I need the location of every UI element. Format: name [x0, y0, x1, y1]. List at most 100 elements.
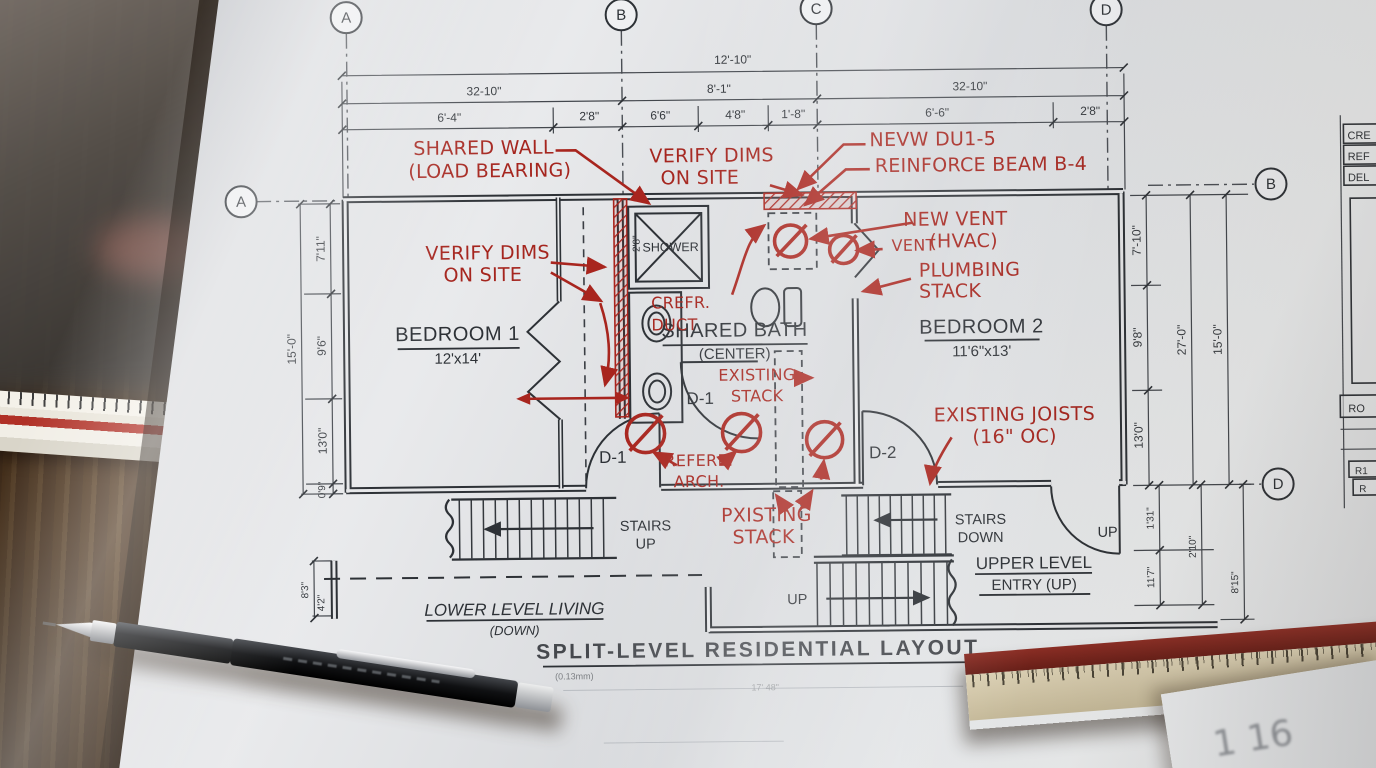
grid-label: B — [1266, 176, 1276, 193]
scrap-note: 1 16 — [1210, 712, 1296, 766]
redline-plumbing-stack: PLUMBING — [919, 259, 1021, 282]
redline-refer-arch: ARCH. — [674, 472, 725, 492]
redline-refr-duct: DUCT — [651, 315, 697, 334]
title-block-row: CRE — [1347, 130, 1370, 142]
stairs-down-label: STAIRS — [955, 512, 1006, 529]
redline-new-du: NEVW DU1-5 — [869, 128, 996, 151]
stairs — [444, 493, 958, 627]
pencil-tip — [55, 617, 93, 637]
dim-label: 4'2" — [316, 594, 327, 611]
redline-vent: VENT — [892, 236, 936, 255]
redline-existing-joists: (16" OC) — [972, 425, 1057, 448]
redline-hatched-shared-wall — [612, 197, 630, 418]
title-block-row: R1 — [1355, 466, 1368, 477]
stairs-up-label: STAIRS — [620, 518, 671, 535]
room-sub-bath: (CENTER) — [699, 345, 771, 363]
redline-shared-wall: (LOAD BEARING) — [408, 159, 571, 183]
dim-label: 6'6" — [650, 108, 670, 122]
dim-label: 27'-0" — [1174, 325, 1188, 356]
redline-markup: SHARED WALL (LOAD BEARING) VERIFY DIMS O… — [408, 128, 1095, 549]
dim-label: 11'7" — [1146, 566, 1157, 588]
grid-bubble-b-top — [604, 0, 638, 32]
dim-label: 7'11" — [313, 236, 327, 262]
grid-label: D — [1101, 2, 1112, 19]
title-block-row: REF — [1348, 151, 1370, 163]
redline-refr-duct: CREFR. — [651, 293, 710, 313]
dim-label: 8'3" — [300, 581, 311, 598]
lower-level-label: (DOWN) — [490, 623, 540, 639]
grid-label: A — [341, 10, 351, 27]
dim-label: 13'0" — [1131, 422, 1145, 449]
redline-refer-arch: REFERE. — [664, 451, 733, 471]
door-label-d1: D-1 — [599, 448, 627, 467]
room-size-bedroom1: 12'x14' — [434, 350, 481, 367]
grid-label: B — [616, 7, 626, 24]
redline-existing-stack: STACK — [731, 386, 784, 406]
room-label-bath: SHARED BATH — [661, 319, 807, 343]
dim-label: 8'-1" — [707, 82, 731, 96]
stairs-down-label: DOWN — [958, 530, 1004, 546]
redline-reinforce-beam: REINFORCE BEAM B-4 — [875, 153, 1088, 177]
grid-bubble-d-right — [1261, 467, 1295, 501]
redline-new-vent: NEW VENT — [903, 208, 1008, 231]
grid-bubble-a-left — [224, 185, 258, 219]
redline-verify-dims-left: VERIFY DIMS — [425, 242, 550, 265]
door-label-d2: D-2 — [869, 443, 897, 462]
dim-label: 15'-0" — [284, 334, 298, 365]
room-label-bedroom2: BEDROOM 2 — [919, 315, 1044, 338]
walls — [324, 188, 1218, 634]
title-block: CRE REF DEL RO R1 R — [1339, 115, 1376, 509]
no-symbol — [624, 223, 860, 460]
shower-label: SHOWER — [642, 240, 698, 255]
upper-entry-label: ENTRY (UP) — [991, 576, 1076, 594]
pencil-lead — [42, 621, 56, 626]
redline-existing-stack: EXISTING — [718, 365, 795, 385]
grid-bubble-c-top — [799, 0, 833, 26]
dim-label: 2'8" — [579, 109, 599, 123]
labels: BEDROOM 1 12'x14' SHARED BATH (CENTER) B… — [395, 235, 1118, 744]
grid-label: C — [811, 1, 822, 18]
pencil-ferrule — [89, 619, 117, 644]
room-label-bedroom1: BEDROOM 1 — [395, 323, 520, 346]
dim-label: 12'-10" — [714, 52, 751, 66]
grid-bubble-d-top — [1089, 0, 1123, 27]
dim-label: 13'0" — [315, 428, 329, 455]
dim-label: 1'-8" — [781, 107, 805, 121]
dim-label: 32-10" — [952, 79, 987, 93]
pencil-endcap — [514, 681, 554, 712]
dim-label: 1'31" — [1145, 507, 1156, 530]
dim-label: 32-10" — [466, 84, 501, 98]
up-door-label: UP — [1097, 525, 1117, 541]
redline-verify-dims-left: ON SITE — [443, 264, 522, 287]
faint-dim: 17' 48" — [751, 682, 779, 692]
redline-plumbing-stack: STACK — [919, 280, 982, 303]
dim-label: 0'9" — [317, 481, 328, 498]
dim-label: 8'15" — [1230, 571, 1241, 594]
title-block-row: DEL — [1348, 172, 1370, 184]
toilet — [750, 287, 781, 328]
sink — [641, 304, 672, 343]
dim-label: 2'8" — [1080, 104, 1100, 118]
grid-label: D — [1273, 476, 1284, 493]
bath-fixtures — [627, 204, 803, 424]
title-block-row: R — [1359, 484, 1366, 495]
dim-label: 4'8" — [725, 108, 745, 122]
redline-new-vent: (HVAC) — [929, 230, 998, 253]
dimensions-top: 12'-10" 32-10" 8'-1" 32-10" 6'-4" 2'8" 6… — [337, 52, 1129, 198]
door-label-d1: D-1 — [686, 389, 714, 408]
dim-label: 7'-10" — [1129, 225, 1143, 256]
grid-bubble-b-right — [1254, 167, 1288, 201]
redline-shared-wall: SHARED WALL — [413, 137, 554, 160]
sheet-title: SPLIT-LEVEL RESIDENTIAL LAYOUT — [536, 636, 980, 664]
sink — [642, 372, 673, 411]
dim-label: 15'-0" — [1210, 324, 1224, 355]
redline-pxisting-stack: PXISTING — [721, 504, 812, 527]
grid-label: A — [236, 194, 246, 211]
dimensions-left: 7'11" 9'6" 13'0" 0'9" 15'-0" 8'3" 4'2" — [284, 199, 344, 623]
title-block-row: RO — [1348, 403, 1365, 415]
dim-label: 2'8" — [631, 235, 642, 252]
upper-entry-label: UPPER LEVEL — [976, 553, 1092, 573]
redline-existing-joists: EXISTING JOISTS — [934, 403, 1095, 427]
